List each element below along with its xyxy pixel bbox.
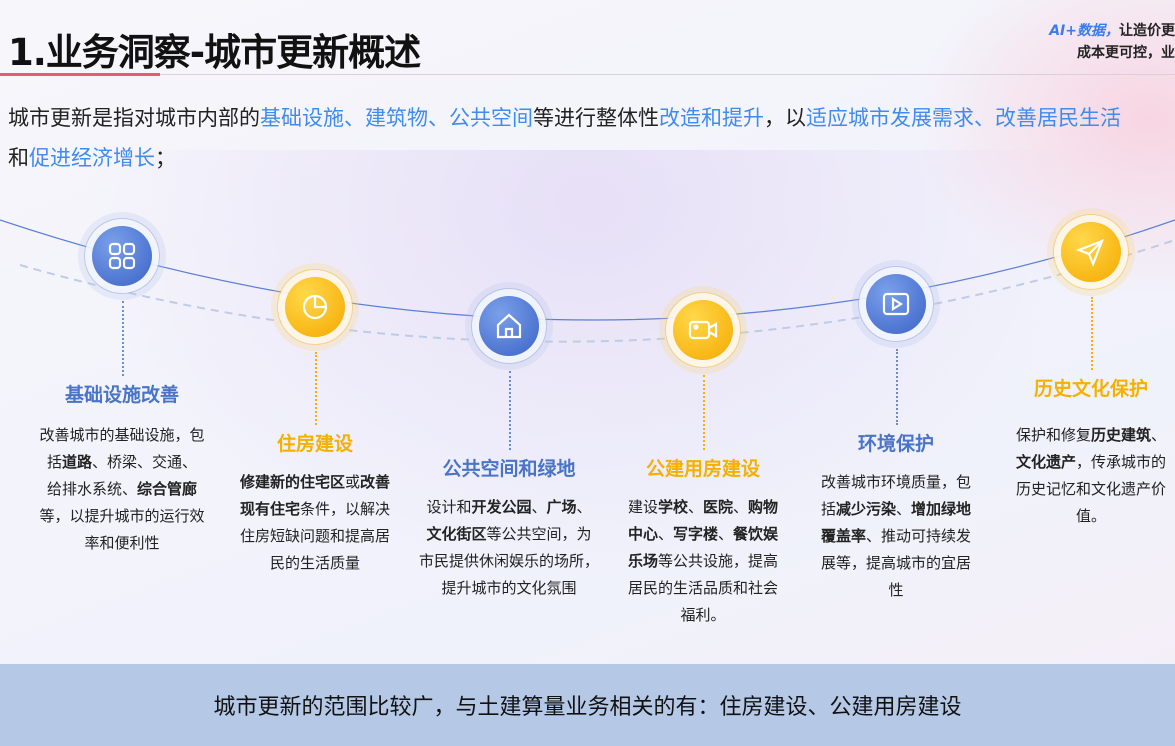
desc-text: 改善城市的基础设施，包括 (39, 426, 205, 471)
desc-text: 、 (657, 525, 673, 543)
desc-bold: 医院 (703, 498, 734, 516)
item-description: 修建新的住宅区或改善现有住宅条件，以解决住房短缺问题和提高居民的生活质量 (235, 469, 395, 577)
item-description: 设计和开发公园、广场、文化街区等公共空间，为市民提供休闲娱乐的场所，提升城市的文… (419, 494, 599, 602)
intro-highlight: 基础设施、建筑物、公共空间 (260, 106, 533, 130)
desc-text: 设计和 (426, 498, 472, 516)
grid-icon (92, 226, 152, 286)
intro-text: 城市更新是指对城市内部的基础设施、建筑物、公共空间等进行整体性改造和提升，以适应… (8, 98, 1175, 178)
item-description: 改善城市环境质量，包括减少污染、增加绿地覆盖率、推动可持续发展等，提高城市的宜居… (816, 469, 976, 604)
item-title: 住房建设 (276, 433, 354, 455)
send-icon (1061, 222, 1121, 282)
desc-text: ，传承城市的历史记忆和文化遗产价值。 (1015, 453, 1167, 525)
background-glow (915, 0, 1175, 300)
pie-chart-icon (285, 277, 345, 337)
intro-seg: ，以 (764, 106, 806, 130)
item-title: 环境保护 (857, 433, 935, 455)
desc-text: 改善城市环境质量，包括 (820, 473, 971, 518)
intro-highlight: 适应城市发展需求、改善居民生活 (806, 106, 1121, 130)
connector-line (1091, 297, 1093, 370)
desc-bold: 减少污染 (835, 500, 896, 518)
desc-text: 、 (531, 498, 547, 516)
connector-line (509, 371, 511, 450)
intro-seg: ； (155, 146, 176, 170)
item-title: 基础设施改善 (64, 384, 180, 406)
desc-text: 等公共空间，为市民提供休闲娱乐的场所，提升城市的文化氛围 (419, 525, 600, 597)
desc-bold: 购物中心 (627, 498, 779, 543)
desc-text: 、 (687, 498, 703, 516)
connector-line (315, 352, 317, 425)
desc-text: 、推动可持续发展等，提高城市的宜居性 (820, 527, 972, 599)
item-title: 公共空间和绿地 (442, 458, 576, 480)
item-description: 建设学校、医院、购物中心、写字楼、餐饮娱乐场等公共设施，提高居民的生活品质和社会… (623, 494, 783, 629)
desc-text: 、桥梁、交通、给排水系统、 (46, 453, 198, 498)
desc-bold: 历史建筑 (1090, 426, 1151, 444)
item-title: 历史文化保护 (1033, 378, 1149, 400)
intro-highlight: 改造和提升 (659, 106, 764, 130)
brand-ai: AI+数据， (1049, 23, 1119, 39)
connector-line (896, 349, 898, 425)
desc-text: 建设 (627, 498, 658, 516)
desc-bold: 餐饮娱乐场 (627, 525, 779, 570)
header-divider (160, 74, 1175, 75)
desc-bold: 改善现有住宅 (239, 473, 391, 518)
desc-text: 等，以提升城市的运行效率和便利性 (39, 507, 205, 552)
desc-text: 、 (718, 525, 734, 543)
intro-seg: 城市更新是指对城市内部的 (8, 106, 260, 130)
play-icon (866, 274, 926, 334)
desc-text: 、 (1151, 426, 1167, 444)
connector-line (703, 375, 705, 450)
intro-highlight: 促进经济增长 (29, 146, 155, 170)
desc-text: 、 (733, 498, 749, 516)
intro-seg: 等进行整体性 (533, 106, 659, 130)
intro-seg: 和 (8, 146, 29, 170)
desc-text: 保护和修复 (1015, 426, 1091, 444)
desc-bold: 综合管廊 (137, 480, 198, 498)
desc-bold: 文化街区 (426, 525, 487, 543)
connector-line (122, 301, 124, 376)
desc-text: 条件，以解决住房短缺问题和提高居民的生活质量 (239, 500, 391, 572)
desc-bold: 开发公园 (471, 498, 532, 516)
desc-bold: 学校 (657, 498, 688, 516)
desc-text: 、 (576, 498, 592, 516)
desc-bold: 文化遗产 (1015, 453, 1076, 471)
desc-bold: 增加绿地覆盖率 (820, 500, 972, 545)
desc-text: 、 (896, 500, 912, 518)
video-camera-icon (673, 300, 733, 360)
desc-bold: 写字楼 (672, 525, 718, 543)
desc-bold: 修建新的住宅区 (239, 473, 345, 491)
item-title: 公建用房建设 (645, 458, 761, 480)
item-description: 改善城市的基础设施，包括道路、桥梁、交通、给排水系统、综合管廊等，以提升城市的运… (40, 422, 205, 557)
home-icon (479, 296, 539, 356)
desc-bold: 广场 (546, 498, 577, 516)
item-description: 保护和修复历史建筑、文化遗产，传承城市的历史记忆和文化遗产价值。 (1009, 422, 1174, 530)
page-title: 1.业务洞察-城市更新概述 (8, 31, 421, 74)
brand-line1: 让造价更 (1119, 23, 1175, 39)
brand-slogan: AI+数据，让造价更成本更可控，业 (1035, 20, 1175, 64)
desc-bold: 道路 (61, 453, 92, 471)
brand-line2: 成本更可控，业 (1077, 45, 1175, 61)
desc-text: 等公共设施，提高居民的生活品质和社会福利。 (627, 552, 779, 624)
summary-banner: 城市更新的范围比较广，与土建算量业务相关的有：住房建设、公建用房建设 (0, 664, 1175, 746)
desc-text: 或 (344, 473, 360, 491)
title-underline (0, 73, 160, 76)
